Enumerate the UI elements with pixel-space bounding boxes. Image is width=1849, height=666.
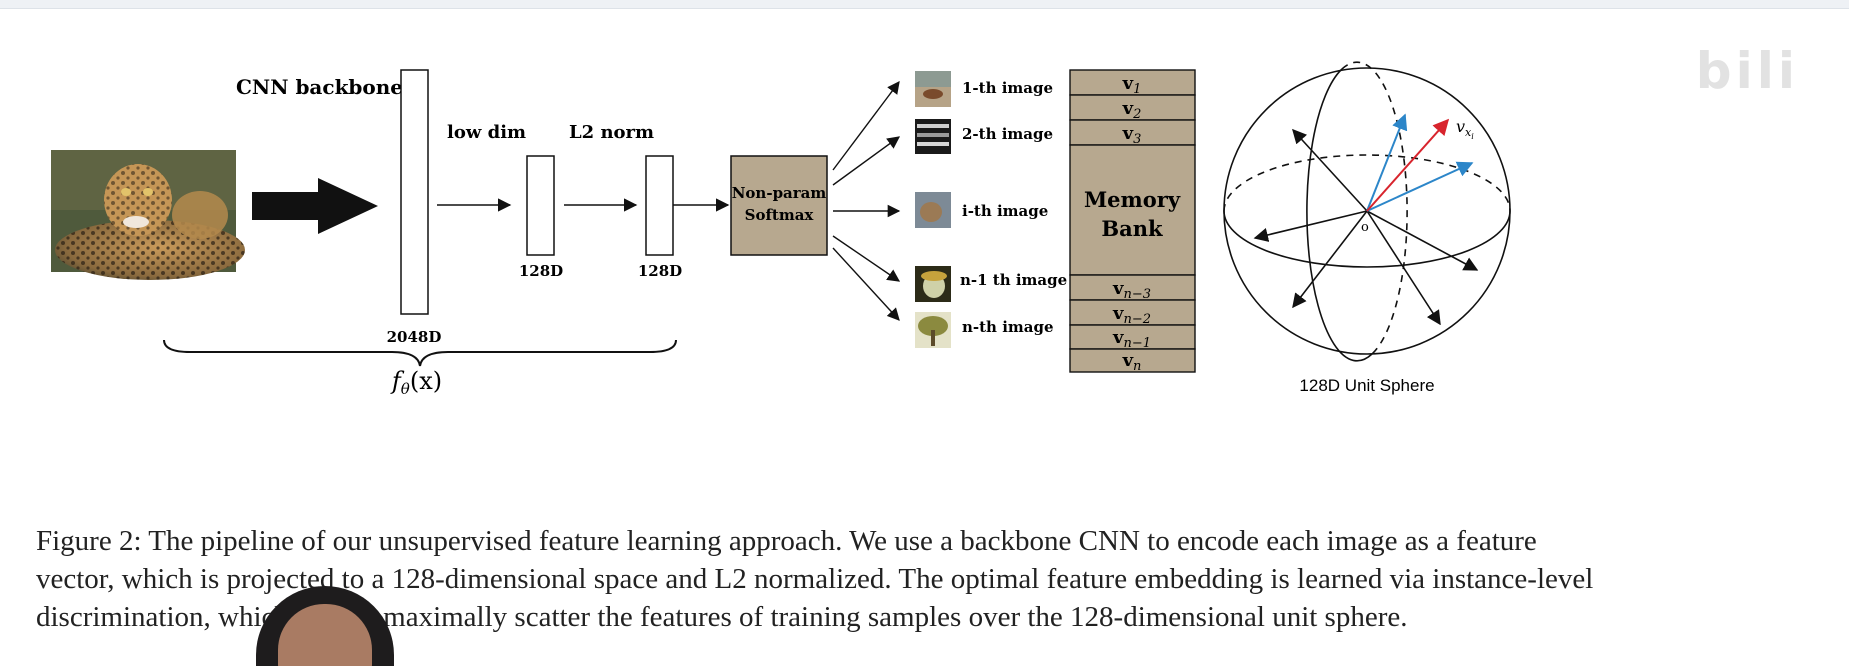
image-label-n-1: n-1 th image [960, 271, 1067, 289]
memory-row-vn-1: vn−1 [1112, 327, 1151, 351]
figure-caption: Figure 2: The pipeline of our unsupervis… [36, 522, 1814, 636]
sphere-label: 128D Unit Sphere [1299, 376, 1434, 395]
memory-bank [1069, 69, 1196, 373]
softmax-box [730, 155, 828, 256]
low-dim-bar [526, 155, 555, 256]
blue-vector-a [1366, 113, 1408, 212]
watermark-logo: bili [1695, 42, 1799, 100]
image-label-i: i-th image [962, 202, 1048, 220]
presenter-face [278, 604, 372, 666]
sphere-origin-label: o [1361, 220, 1369, 235]
memory-bank-rows: v1 v2 v3 vn−3 vn−2 vn−1 vn [1112, 73, 1151, 374]
pipeline-diagram: CNN backbone 2048D low dim 128D L2 norm … [51, 61, 1511, 398]
image-label-n: n-th image [962, 318, 1054, 336]
blue-vector-b [1366, 161, 1474, 212]
cnn-backbone-label: CNN backbone [236, 75, 403, 99]
memory-bank-label-line1: Memory [1084, 187, 1181, 212]
memory-row-vn: vn [1122, 350, 1142, 374]
image-label-1: 1-th image [962, 79, 1053, 97]
l2-norm-label: L2 norm [569, 122, 654, 143]
memory-row-vn-2: vn−2 [1112, 303, 1151, 327]
memory-row-v1: v1 [1122, 73, 1142, 97]
dim-2048-label: 2048D [387, 328, 442, 346]
curly-brace [163, 339, 677, 367]
memory-bank-label-line2: Bank [1101, 216, 1163, 241]
l2-norm-bar [645, 155, 674, 256]
caption-line-1: Figure 2: The pipeline of our unsupervis… [36, 525, 1537, 557]
dim-128-label-a: 128D [519, 262, 563, 280]
softmax-output-arrows [832, 80, 901, 321]
bird-thumbnail-icon [915, 71, 951, 107]
dim-128-label-b: 128D [638, 262, 682, 280]
red-vector [1366, 118, 1450, 212]
low-dim-label: low dim [447, 122, 526, 143]
pattern-thumbnail-icon [915, 119, 951, 154]
big-arrow-icon [252, 178, 378, 234]
f-theta-label: fθ(x) [390, 367, 442, 398]
sphere-vectors [1253, 128, 1479, 326]
softmax-label-line1: Non-param [732, 184, 827, 202]
leopard-input-image [51, 150, 245, 280]
red-vector-label: vxi [1456, 117, 1474, 141]
tree-thumbnail-icon [915, 312, 951, 348]
memory-row-vn-3: vn−3 [1112, 278, 1151, 302]
face-thumbnail-icon [915, 266, 951, 302]
window-top-bar [0, 0, 1849, 9]
unit-sphere [1223, 61, 1511, 362]
image-label-2: 2-th image [962, 125, 1053, 143]
cnn-feature-bar [400, 69, 429, 315]
animal-thumbnail-icon [915, 192, 951, 228]
softmax-label-line2: Softmax [745, 206, 815, 224]
memory-row-v3: v3 [1122, 123, 1142, 147]
caption-line-2: vector, which is projected to a 128-dime… [36, 563, 1594, 595]
memory-row-v2: v2 [1122, 98, 1142, 122]
